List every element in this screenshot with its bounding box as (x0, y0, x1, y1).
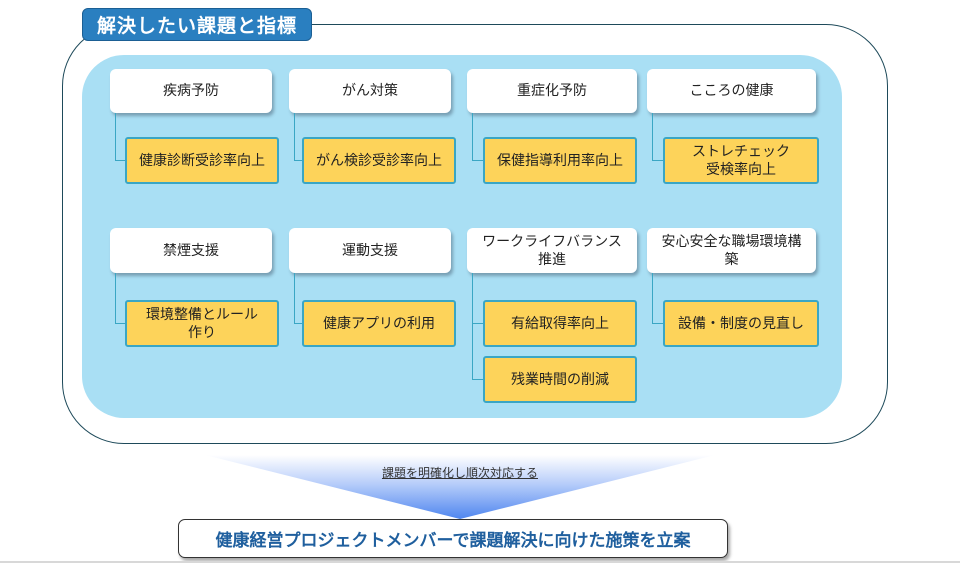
section-title: 解決したい課題と指標 (82, 8, 312, 41)
connector-line (115, 160, 125, 161)
category-header: 禁煙支援 (110, 228, 272, 273)
issues-frame (62, 24, 888, 444)
connector-line (115, 273, 116, 323)
category-header: ワークライフバランス推進 (467, 228, 637, 273)
connector-line (294, 160, 302, 161)
indicator-box: 健康アプリの利用 (302, 300, 456, 347)
connector-line (294, 113, 295, 160)
connector-line (294, 273, 295, 323)
connector-line (472, 160, 483, 161)
category-header: 運動支援 (289, 228, 451, 273)
divider (0, 561, 960, 563)
indicator-box: ストレチェック 受検率向上 (663, 137, 819, 184)
connector-line (115, 323, 125, 324)
indicator-box: がん検診受診率向上 (302, 137, 456, 184)
connector-line (294, 323, 302, 324)
connector-line (652, 160, 663, 161)
connector-line (472, 273, 473, 379)
indicator-box: 保健指導利用率向上 (483, 137, 637, 184)
connector-line (472, 379, 483, 380)
connector-line (115, 113, 116, 160)
conclusion-box: 健康経営プロジェクトメンバーで課題解決に向けた施策を立案 (178, 519, 728, 558)
category-header: 重症化予防 (467, 69, 637, 113)
connector-line (652, 113, 653, 160)
indicator-box: 環境整備とルール 作り (125, 300, 279, 347)
category-header: 疾病予防 (110, 69, 272, 113)
category-header: がん対策 (289, 69, 451, 113)
connector-line (652, 273, 653, 323)
arrow-caption: 課題を明確化し順次対応する (381, 466, 538, 480)
connector-line (652, 323, 663, 324)
category-header: 安心安全な職場環境構築 (647, 228, 816, 273)
indicator-box: 残業時間の削減 (483, 356, 637, 403)
connector-line (472, 113, 473, 160)
indicator-box: 設備・制度の見直し (663, 300, 819, 347)
category-header: こころの健康 (647, 69, 816, 113)
indicator-box: 有給取得率向上 (483, 300, 637, 347)
connector-line (472, 323, 483, 324)
indicator-box: 健康診断受診率向上 (125, 137, 279, 184)
